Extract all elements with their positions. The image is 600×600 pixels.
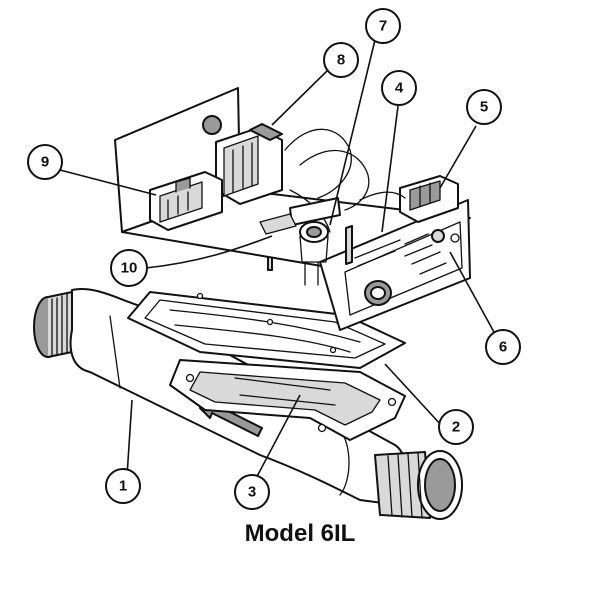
model-title: Model 6IL [244, 520, 356, 547]
callout-5: 5 [466, 89, 502, 125]
callout-6: 6 [485, 329, 521, 365]
callout-3: 3 [234, 474, 270, 510]
svg-text:8: 8 [337, 52, 345, 69]
svg-text:7: 7 [379, 18, 387, 35]
control-knob-icon [364, 280, 392, 306]
gasket-plate [169, 359, 406, 441]
pipe-right-thread [374, 450, 463, 520]
callout-9: 9 [27, 144, 63, 180]
callout-7: 7 [365, 8, 401, 44]
svg-text:3: 3 [248, 484, 256, 501]
svg-text:4: 4 [395, 80, 404, 97]
callout-8: 8 [323, 42, 359, 78]
pipe-left-thread [33, 291, 73, 358]
svg-text:9: 9 [41, 154, 49, 171]
callout-2: 2 [438, 409, 474, 445]
indicator-light-icon [431, 229, 445, 243]
svg-text:6: 6 [499, 339, 507, 356]
control-chassis [114, 87, 471, 331]
terminal-connector [399, 175, 459, 223]
callout-4: 4 [381, 70, 417, 106]
svg-text:2: 2 [452, 419, 460, 436]
svg-text:10: 10 [121, 260, 138, 277]
leader-lines [59, 39, 501, 487]
svg-text:5: 5 [480, 99, 488, 116]
thermostat-assembly [259, 197, 341, 286]
svg-text:1: 1 [119, 478, 127, 495]
transformer-relay [215, 123, 283, 205]
callout-1: 1 [105, 468, 141, 504]
terminal-strip [149, 171, 223, 231]
callout-10: 10 [110, 249, 148, 287]
